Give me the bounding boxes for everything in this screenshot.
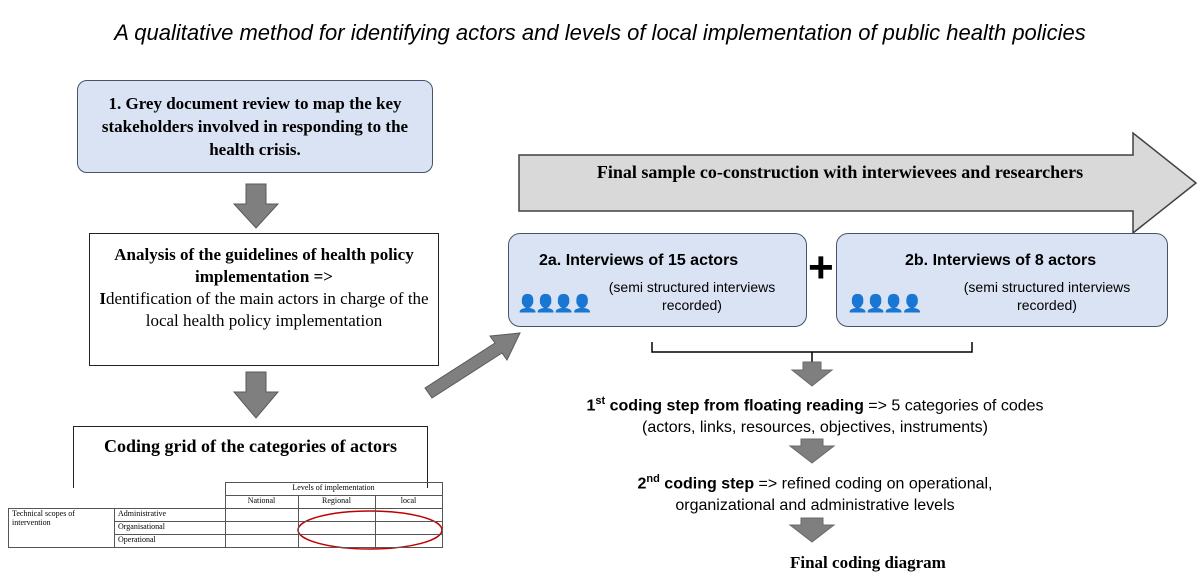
interviews-2b-title: 2b. Interviews of 8 actors [905,252,1097,269]
banner-text: Final sample co-construction with interw… [596,162,1084,182]
people-icon: 👤👤👤👤 [517,294,593,313]
table-row: Levels of implementation [9,482,443,496]
coding1-bold: coding step from floating reading [605,397,864,415]
final-coding-diagram: Final coding diagram [790,553,946,572]
banner-arrow [518,131,1198,235]
coding2-num: 2 [637,475,647,493]
col-national: National [224,495,299,509]
down-arrow-3 [790,361,834,387]
down-arrow-2 [232,371,280,419]
bracket-line [651,342,973,362]
table-row: Operational [9,534,443,548]
down-arrow-5 [788,517,836,543]
step1-box: 1. Grey document review to map the key s… [77,80,433,173]
coding2-bold: coding step [659,475,755,493]
coding1-rest: => 5 categories of codes [863,397,1044,415]
row-administrative: Administrative [114,508,226,522]
table-row: Technical scopes of intervention Adminis… [8,508,443,548]
coding-grid-table: Levels of implementation National Region… [8,482,443,548]
coding1-line2: (actors, links, resources, objectives, i… [642,419,988,437]
analysis-box: Analysis of the guidelines of health pol… [89,233,439,366]
plus-icon: + [808,243,834,292]
coding2-line2: organizational and administrative levels [675,497,955,515]
coding1-num: 1 [586,397,596,415]
table-row: Organisational [9,521,443,535]
col-regional: Regional [297,495,376,509]
analysis-bold-text: Analysis of the guidelines of health pol… [114,245,414,286]
row-label: Technical scopes of intervention [8,508,115,548]
down-arrow-1 [232,183,280,229]
coding-step-1: 1st coding step from floating reading =>… [520,390,1110,439]
coding1-sup: st [595,395,606,407]
table-row: National Regional local [9,495,443,509]
coding-step-2: 2nd coding step => refined coding on ope… [520,468,1110,517]
down-arrow-4 [788,438,836,464]
diagram-title: A qualitative method for identifying act… [114,20,1086,45]
interviews-2b-sub: (semi structured interviews recorded) [963,279,1131,313]
people-icon: 👤👤👤👤 [847,294,923,313]
interviews-2a-sub: (semi structured interviews recorded) [608,279,776,313]
col-local: local [374,495,443,509]
analysis-rest-text: dentification of the main actors in char… [106,289,429,330]
interviews-2a-box: 2a. Interviews of 15 actors (semi struct… [508,233,807,327]
step1-text: 1. Grey document review to map the key s… [101,94,409,159]
coding-grid-title: Coding grid of the categories of actors [104,436,397,456]
coding2-sup: nd [646,473,660,485]
analysis-body: Identification of the main actors in cha… [98,288,430,332]
coding2-rest: => refined coding on operational, [754,475,993,493]
row-operational: Operational [114,534,226,548]
coding-grid-title-box: Coding grid of the categories of actors [73,426,428,488]
analysis-initial: I [99,289,107,308]
interviews-2a-title: 2a. Interviews of 15 actors [539,252,739,269]
interviews-2b-box: 2b. Interviews of 8 actors (semi structu… [836,233,1168,327]
diagonal-arrow [424,332,521,399]
row-organisational: Organisational [114,521,226,535]
levels-header: Levels of implementation [224,482,443,496]
